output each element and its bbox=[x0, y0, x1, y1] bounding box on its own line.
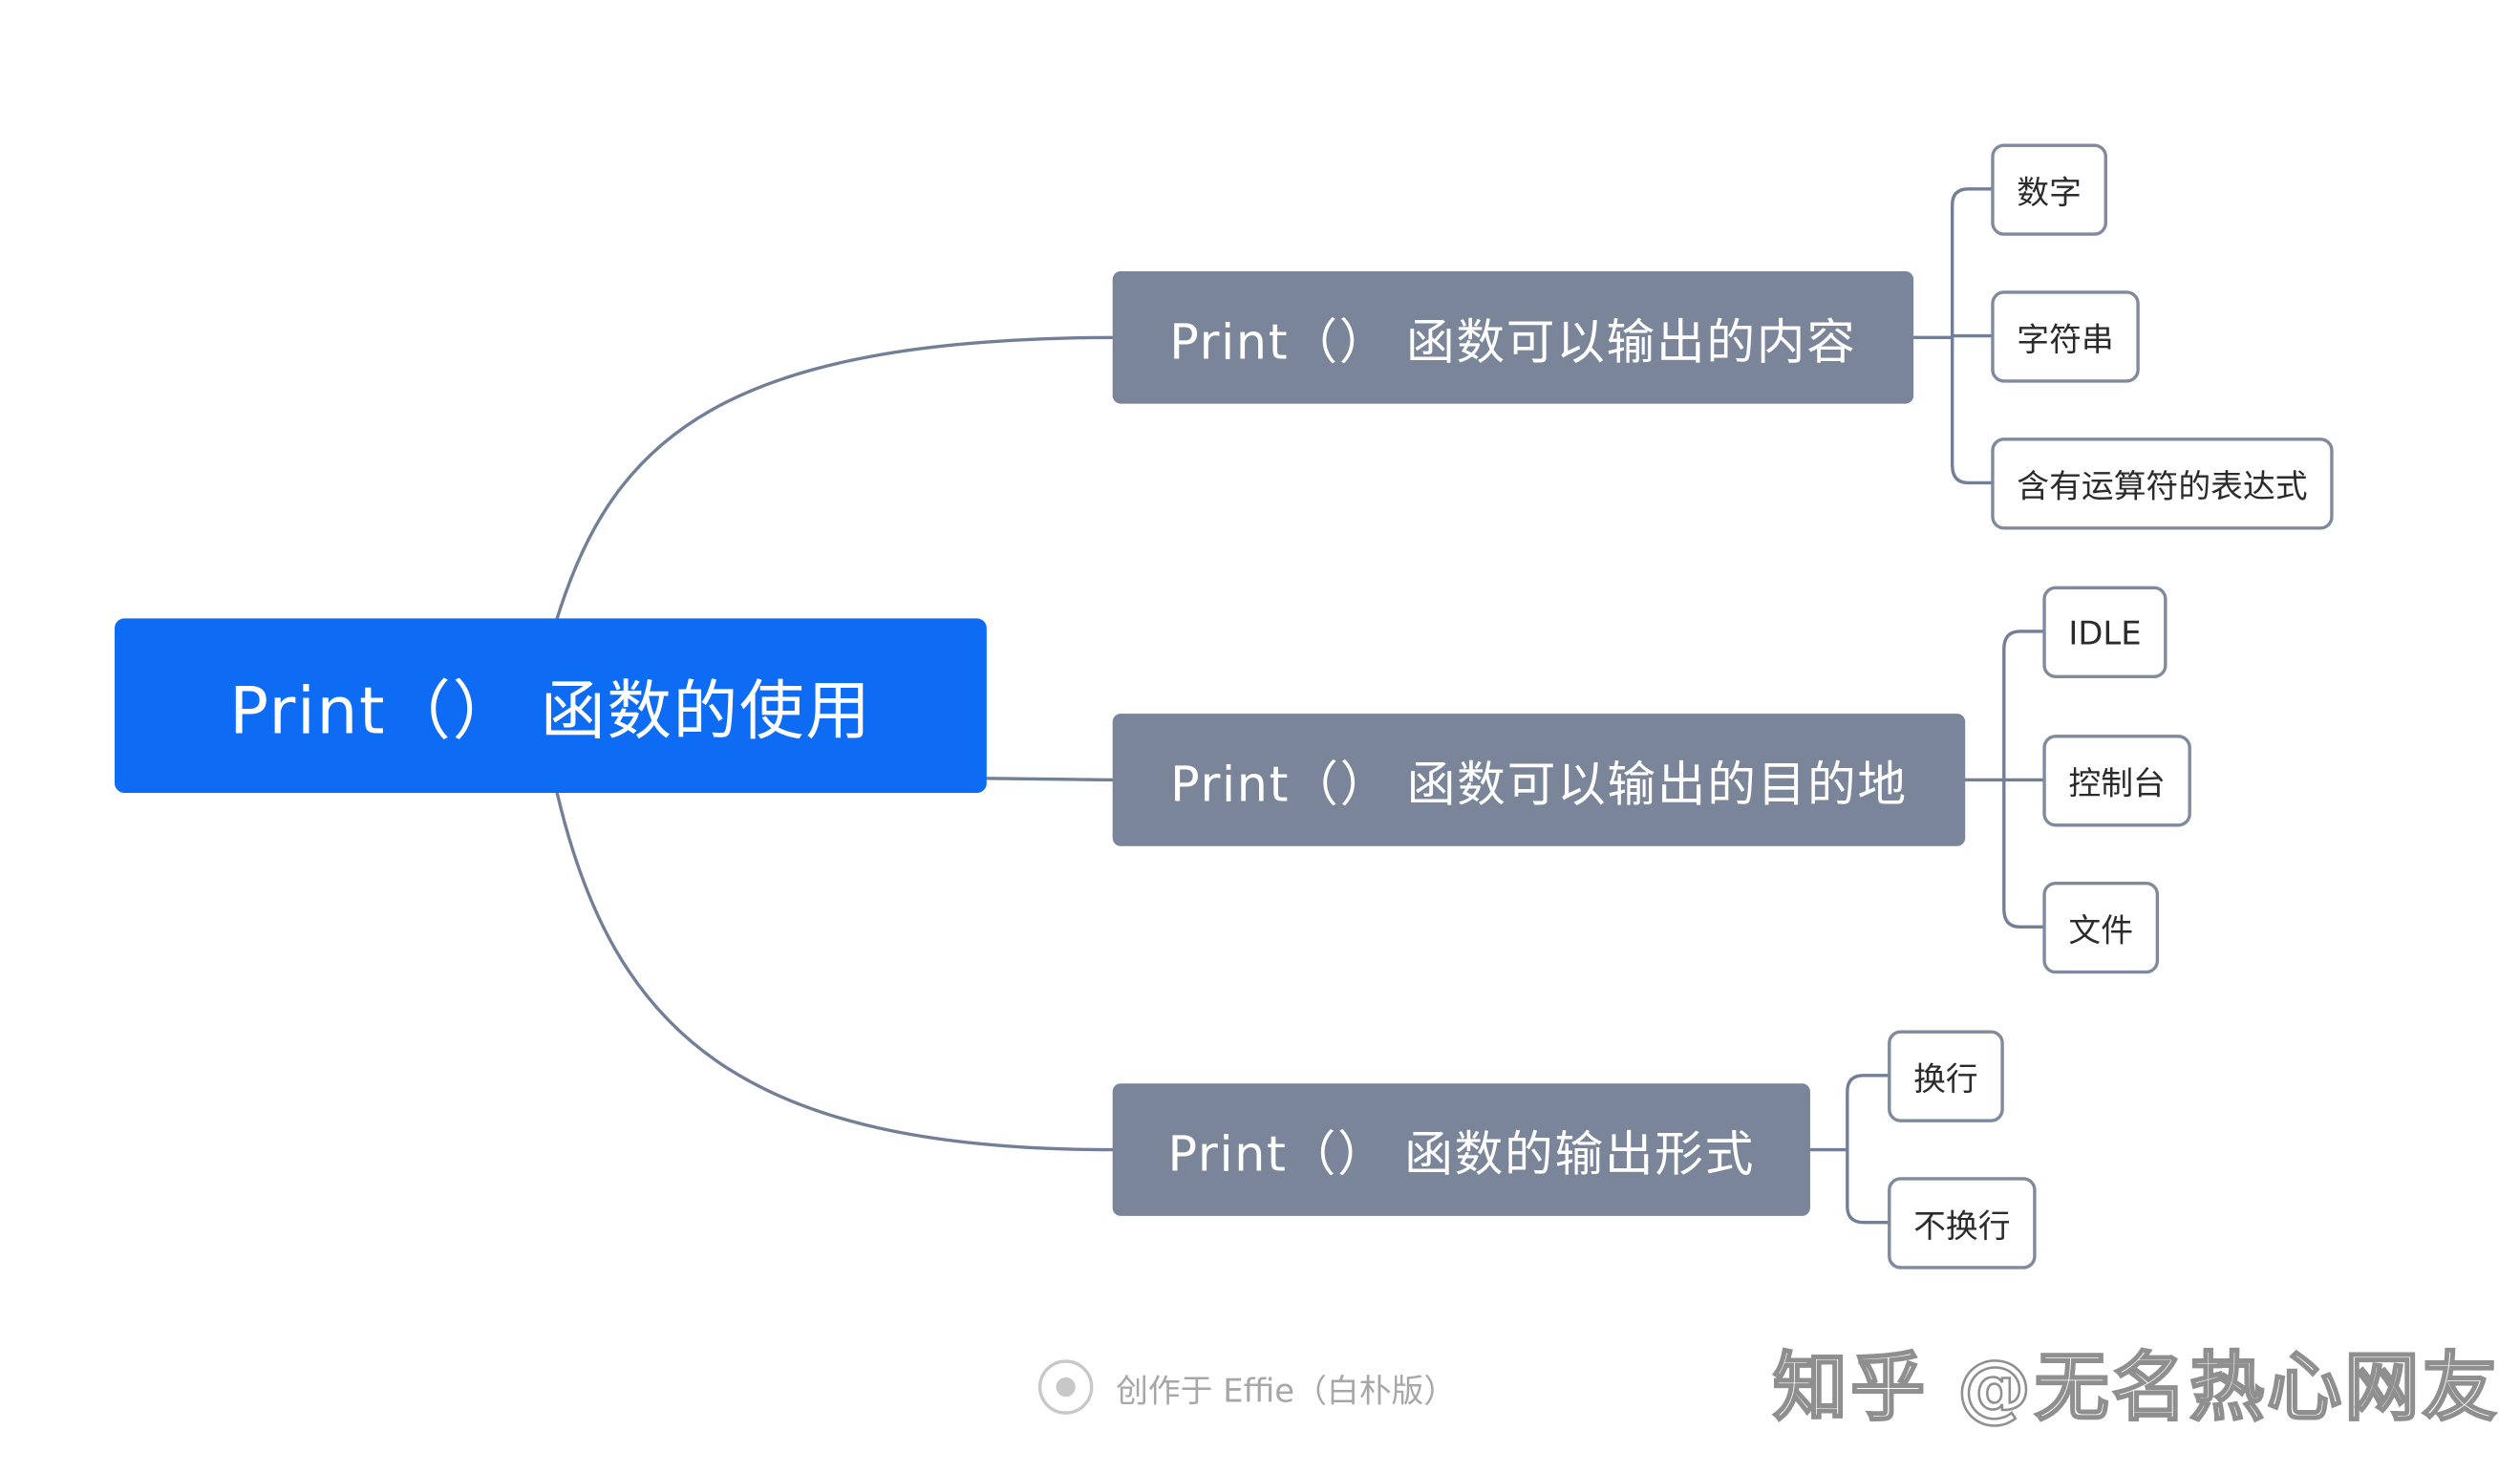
zhihu-watermark: 知乎 @无名热心网友 bbox=[1772, 1342, 2500, 1432]
connector-branch-3-leaves bbox=[1808, 1074, 1890, 1225]
connector-root-branch-1 bbox=[555, 335, 1115, 621]
connector-root-branch-2 bbox=[985, 777, 1115, 782]
created-with-text: 创作于 Effie（白朴版） bbox=[1116, 1370, 1457, 1409]
root-node[interactable]: Print（） 函数的使用 bbox=[115, 618, 987, 793]
leaf-node-number[interactable]: 数字 bbox=[1991, 143, 2107, 236]
leaf-node-no-newline[interactable]: 不换行 bbox=[1888, 1177, 2037, 1270]
branch-node-output-destination[interactable]: Print（） 函数可以输出的目的地 bbox=[1112, 714, 1966, 846]
leaf-node-file[interactable]: 文件 bbox=[2042, 881, 2160, 974]
leaf-node-idle[interactable]: IDLE bbox=[2042, 586, 2168, 678]
leaf-node-string[interactable]: 字符串 bbox=[1991, 290, 2140, 383]
leaf-node-expression[interactable]: 含有运算符的表达式 bbox=[1991, 438, 2334, 530]
branch-node-output-content[interactable]: Print（） 函数可以输出的内容 bbox=[1112, 270, 1914, 404]
connector-branch-1-leaves bbox=[1911, 187, 1993, 485]
branch-node-output-format[interactable]: Print（） 函数的输出形式 bbox=[1112, 1083, 1810, 1216]
leaf-node-newline[interactable]: 换行 bbox=[1888, 1030, 2004, 1122]
connector-root-branch-3 bbox=[555, 791, 1115, 1152]
leaf-node-console[interactable]: 控制台 bbox=[2042, 735, 2191, 827]
effie-logo-icon bbox=[1037, 1359, 1094, 1415]
created-with-footer: 创作于 Effie（白朴版） bbox=[1037, 1359, 1457, 1415]
connector-branch-2-leaves bbox=[1963, 630, 2045, 929]
